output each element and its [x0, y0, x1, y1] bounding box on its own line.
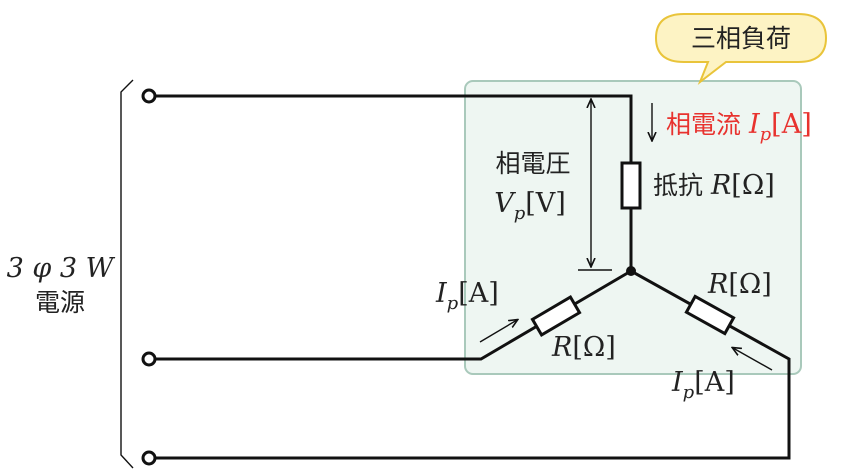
phase-voltage-text: 相電圧: [495, 149, 570, 178]
resistor-right-unit: [Ω]: [728, 269, 771, 300]
current-left-sub: p: [447, 293, 459, 314]
load-callout-label: 三相負荷: [691, 24, 791, 53]
phase-current-text: 相電流: [666, 110, 749, 139]
line-1-wire: [147, 94, 633, 165]
resistor-top-symbol: R: [710, 170, 731, 201]
terminal-line-3: [141, 450, 157, 466]
phase-voltage-unit: [V]: [525, 188, 566, 219]
current-left-unit: [A]: [458, 278, 499, 309]
phase-current-unit: [A]: [771, 109, 812, 140]
load-callout: 三相負荷: [654, 13, 828, 86]
current-left-label: Ip[A]: [435, 278, 499, 314]
star-neutral-node: [626, 266, 636, 276]
current-left-symbol: I: [435, 278, 448, 309]
phase-voltage-label: Vp[V]: [494, 188, 566, 224]
source-bracket: [120, 79, 134, 469]
resistor-left-symbol: R: [551, 332, 572, 363]
resistor-right: [684, 294, 736, 336]
current-right-unit: [A]: [694, 367, 735, 398]
terminal-line-2: [141, 351, 157, 367]
source-label-type: 3 φ 3 W: [7, 253, 116, 284]
resistor-top-label: 抵抗 R[Ω]: [653, 170, 775, 201]
source-label-name: 電源: [35, 288, 85, 317]
resistor-left-unit: [Ω]: [572, 332, 615, 363]
current-right-sub: p: [683, 382, 695, 403]
current-right-symbol: I: [671, 367, 684, 398]
phase-current-sub: p: [760, 124, 772, 145]
resistor-top-unit: [Ω]: [731, 170, 774, 201]
resistor-left: [530, 295, 582, 337]
current-arrow-right: [733, 348, 773, 371]
current-right-label: Ip[A]: [671, 367, 735, 403]
current-arrow-left: [479, 320, 517, 343]
phase-voltage-sub: p: [514, 203, 526, 224]
phase-current-symbol: I: [748, 109, 761, 140]
resistor-right-symbol: R: [707, 269, 728, 300]
phase-current-label: 相電流 Ip[A]: [666, 109, 812, 145]
phase-voltage-symbol: V: [494, 188, 516, 219]
terminal-line-1: [141, 88, 157, 104]
load-box: [464, 80, 802, 375]
line-2-wire: [147, 268, 634, 361]
resistor-top-text: 抵抗: [653, 171, 711, 200]
resistor-top: [620, 161, 642, 210]
resistor-right-label: R[Ω]: [707, 269, 772, 300]
resistor-left-label: R[Ω]: [551, 332, 616, 363]
